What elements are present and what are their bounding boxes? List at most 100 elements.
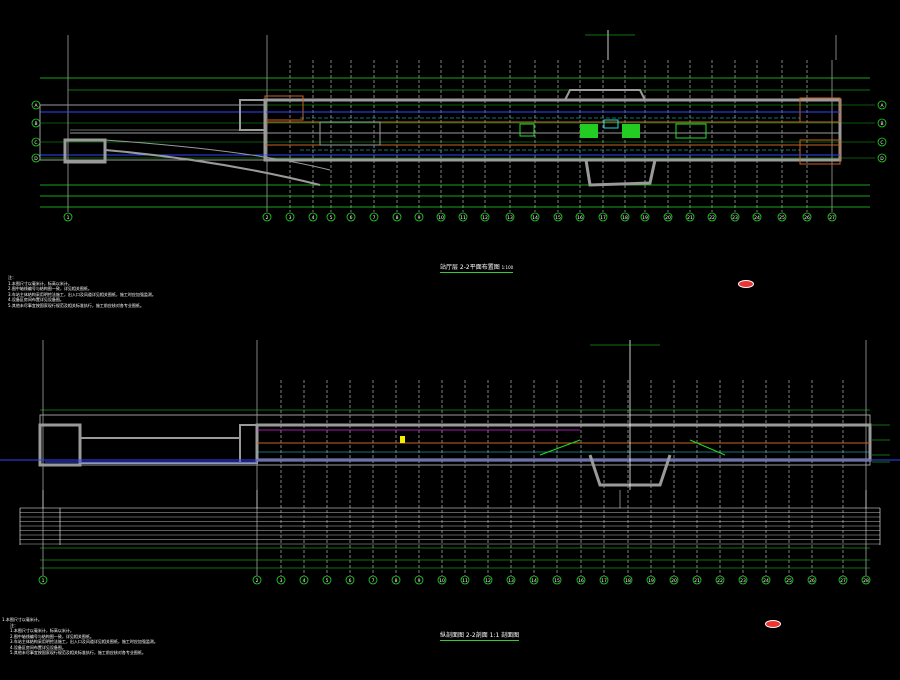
plan-grid-bubble-label: 19 [642, 215, 648, 221]
plan-grid-bubble [640, 212, 650, 222]
plan-curve-tunnel [104, 139, 331, 171]
section-grid-bubble-label: 21 [694, 578, 700, 584]
section-grid-bubble [506, 575, 516, 585]
plan-grid-bubble [392, 212, 402, 222]
stamp-mark [738, 280, 754, 288]
section-grid-bubble-label: 14 [531, 578, 537, 584]
section-yellow-mark [400, 436, 405, 443]
plan-row-bubble-right-label: B [880, 121, 883, 127]
section-grid-bubble [322, 575, 332, 585]
section-grid-bubble-label: 11 [462, 578, 468, 584]
section-grid-bubble [483, 575, 493, 585]
plan-grid-bubble-label: 18 [622, 215, 628, 221]
section-grid-bubble [414, 575, 424, 585]
plan-escalator-fill [580, 124, 598, 138]
plan-grid-bubble-label: 11 [460, 215, 466, 221]
section-grid-bubble-label: 28 [863, 578, 869, 584]
plan-grid-bubble-label: 24 [754, 215, 760, 221]
plan-curve-tunnel [104, 149, 321, 186]
plan-row-bubble-right [877, 137, 887, 147]
plan-grid-bubble [553, 212, 563, 222]
plan-grid-bubble-label: 15 [555, 215, 561, 221]
plan-row-bubble-right [877, 118, 887, 128]
plan-grid-bubble-label: 22 [709, 215, 715, 221]
plan-grid-bubble-label: 6 [350, 215, 353, 221]
plan-grid-bubble [663, 212, 673, 222]
plan-row-bubble-right-label: C [880, 140, 883, 146]
plan-grid-bubble [436, 212, 446, 222]
section-grid-bubble [838, 575, 848, 585]
section-grid-bubble [669, 575, 679, 585]
plan-tunnel-shaft [239, 99, 266, 131]
section-grid-bubble-label: 1 [42, 578, 45, 584]
section-grid-bubble [738, 575, 748, 585]
plan-grid-bubble-label: 23 [732, 215, 738, 221]
plan-grid-bubble [730, 212, 740, 222]
section-grid-bubble-label: 27 [840, 578, 846, 584]
section-grid-bubble-label: 6 [349, 578, 352, 584]
plan-grid-bubble-label: 10 [438, 215, 444, 221]
section-grid-bubble [599, 575, 609, 585]
section-grid-bubble-label: 17 [601, 578, 607, 584]
section-grid-bubble-label: 9 [418, 578, 421, 584]
plan-grid-bubble-label: 9 [418, 215, 421, 221]
section-grid-bubble [646, 575, 656, 585]
plan-room [675, 123, 707, 139]
section-grid-bubble-label: 12 [485, 578, 491, 584]
plan-row-bubble-right [877, 153, 887, 163]
section-grid-bubble [460, 575, 470, 585]
section-grid-bubble-label: 26 [809, 578, 815, 584]
plan-row-bubble-left-label: A [34, 103, 38, 109]
plan-tunnel-shaft [63, 138, 107, 164]
plan-grid-bubble [752, 212, 762, 222]
plan-grid-bubble [777, 212, 787, 222]
plan-notes: 注： 1.本图尺寸以毫米计，标高以米计。 2.图中轴线编号与结构图一致，详见相关… [8, 275, 156, 308]
plan-row-bubble-right-label: A [880, 103, 884, 109]
section-grid-bubble-label: 5 [326, 578, 329, 584]
plan-grid-bubble [63, 212, 73, 222]
plan-row-bubble-left-label: D [34, 156, 38, 162]
section-grid-bubble-label: 15 [554, 578, 560, 584]
plan-grid-bubble [802, 212, 812, 222]
section-tunnel-end [239, 424, 258, 464]
plan-end-room-right-2 [799, 139, 841, 165]
section-grid-bubble-label: 16 [578, 578, 584, 584]
plan-grid-bubble [598, 212, 608, 222]
plan-entrance-passage [584, 159, 657, 187]
section-grid-bubble-label: 7 [372, 578, 375, 584]
section-grid-bubble [345, 575, 355, 585]
plan-end-room-right [799, 97, 841, 123]
section-grid-bubble [368, 575, 378, 585]
section-grid-bubble-label: 10 [439, 578, 445, 584]
section-grid-bubble [38, 575, 48, 585]
section-outer [39, 414, 871, 466]
plan-grid-bubble [575, 212, 585, 222]
section-grid-bubble [576, 575, 586, 585]
section-tunnel [79, 437, 241, 464]
stamp-mark-2 [765, 620, 781, 628]
section-grid-bubble [276, 575, 286, 585]
section-grid-bubble-label: 18 [625, 578, 631, 584]
plan-grid-bubble-label: 4 [312, 215, 315, 221]
plan-grid-bubble-label: 5 [330, 215, 333, 221]
plan-grid-bubble [262, 212, 272, 222]
plan-grid-bubble [480, 212, 490, 222]
plan-grid-bubble-label: 8 [396, 215, 399, 221]
section-grid-bubble-label: 23 [740, 578, 746, 584]
section-grid-bubble [623, 575, 633, 585]
section-grid-bubble-label: 4 [303, 578, 306, 584]
section-grid-bubble [552, 575, 562, 585]
plan-grid-bubble [308, 212, 318, 222]
plan-stair [319, 121, 381, 146]
section-escalator [539, 439, 726, 456]
plan-title: 站厅层 2-2平面布置图 1:100 [440, 264, 514, 273]
plan-grid-bubble-label: 26 [804, 215, 810, 221]
plan-escalator-fill [622, 124, 640, 138]
plan-grid-bubble-label: 2 [266, 215, 269, 221]
section-shaft-left [38, 423, 82, 467]
plan-grid-bubble-label: 14 [532, 215, 538, 221]
plan-grid-bubble [369, 212, 379, 222]
plan-grid-bubble [707, 212, 717, 222]
section-grid-bubble [784, 575, 794, 585]
